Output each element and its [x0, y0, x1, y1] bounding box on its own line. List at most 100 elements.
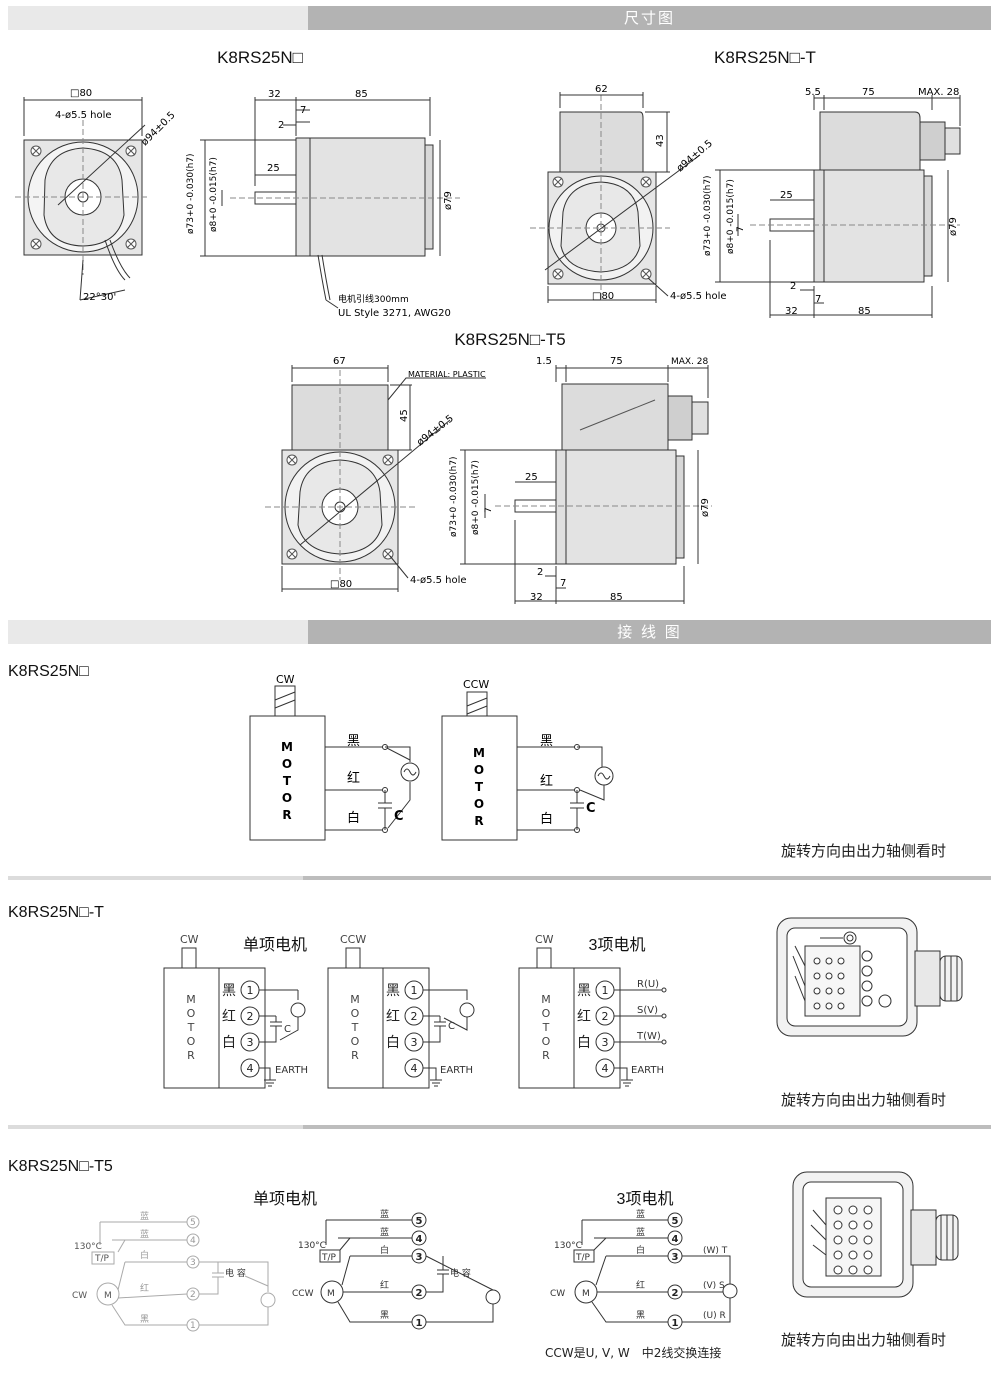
w1b-white: 白: [540, 811, 553, 827]
c-d45: 45: [399, 409, 410, 422]
w1b-red: 红: [540, 773, 553, 789]
w2a-motor-o2: O: [187, 1035, 196, 1048]
w1-cw: CW: [276, 673, 295, 686]
w2b-white: 白: [386, 1035, 400, 1051]
b-d73: ø73+0 -0.030(h7): [703, 175, 713, 256]
w2a-earth: EARTH: [275, 1065, 308, 1076]
w3a-n5: 5: [190, 1218, 196, 1228]
a-hole: 4-ø5.5 hole: [55, 110, 112, 121]
b-max28: MAX. 28: [918, 87, 959, 98]
w2a-n1: 1: [247, 984, 254, 997]
w3b-n3: 3: [416, 1252, 423, 1263]
w1-motor-m: M: [281, 740, 293, 754]
w3a-cw-partial: CW: [72, 1291, 87, 1301]
w2a-red: 红: [222, 1009, 236, 1025]
w3b-m: M: [327, 1289, 335, 1299]
w2b-motor-t: T: [351, 1021, 359, 1034]
w2b-black: 黑: [386, 983, 400, 999]
w3c-black: 黑: [636, 1310, 645, 1321]
w3a-n4: 4: [190, 1236, 196, 1246]
w3a-temp: 130°C: [74, 1242, 102, 1252]
model-title-c: K8RS25N□-T5: [454, 330, 566, 349]
w1-black: 黑: [347, 734, 360, 749]
c-d25: 25: [525, 472, 538, 483]
b-d75: 75: [862, 87, 875, 98]
w3a-black: 黑: [140, 1314, 149, 1325]
w2c-motor-m: M: [541, 993, 551, 1006]
w3b-cap: 电 容: [450, 1267, 471, 1279]
w2c-motor-o1: O: [542, 1007, 551, 1020]
drawing-a-side: 32 85 7 2 25 ø73+0 -0.030(h7) ø8+0 -0.01…: [186, 89, 460, 319]
w2c-n3: 3: [602, 1036, 609, 1049]
w2a-white: 白: [222, 1035, 236, 1051]
drawing-a-front: □80 4-ø5.5 hole ø94±0.5 22°30': [15, 88, 178, 303]
c-max28: MAX. 28: [671, 357, 709, 367]
w2a-motor-m: M: [186, 993, 196, 1006]
w2-note: 旋转方向由出力轴侧看时: [781, 1091, 947, 1109]
w1-motor-r: R: [282, 808, 291, 822]
drawing-c-side: 1.5 75 MAX. 28 25 7 2 7 32 85 ø73+0 -0.0…: [449, 356, 712, 604]
w2c-motor-o2: O: [542, 1035, 551, 1048]
w3c-tp: T/P: [575, 1253, 591, 1263]
w2a-motor-r: R: [187, 1049, 195, 1062]
w3c-n1: 1: [672, 1318, 679, 1329]
w3a-white: 白: [140, 1249, 149, 1261]
w3a-blue1: 蓝: [140, 1210, 149, 1222]
a-d32: 32: [268, 89, 281, 100]
b-d85: 85: [858, 306, 871, 317]
w2-cw: CW: [180, 933, 199, 946]
c-d85: 85: [610, 592, 623, 603]
w3b-ccw: CCW: [292, 1289, 314, 1299]
w1b-motor-o2: O: [474, 797, 484, 811]
w2c-white: 白: [577, 1035, 591, 1051]
w2c-black: 黑: [577, 983, 591, 999]
a-d7: 7: [300, 105, 306, 116]
w3a-m: M: [104, 1291, 112, 1301]
w2a-n2: 2: [247, 1010, 254, 1023]
b-d7b: 7: [815, 294, 821, 305]
w2b-n2: 2: [411, 1010, 418, 1023]
w1b-motor-m: M: [473, 746, 485, 760]
a-angle: 22°30': [83, 292, 116, 303]
w2b-motor-o2: O: [351, 1035, 360, 1048]
w3c-m: M: [582, 1289, 590, 1299]
terminal-box-image-t5: [792, 1171, 959, 1298]
w3c-temp: 130°C: [554, 1241, 582, 1251]
b-d55: 5.5: [805, 87, 821, 98]
w2b-motor-o1: O: [351, 1007, 360, 1020]
wiring3-model: K8RS25N□-T5: [8, 1158, 113, 1175]
w2b-red: 红: [386, 1009, 400, 1025]
a-d2: 2: [278, 120, 284, 131]
w3-three-title: 3项电机: [616, 1191, 674, 1208]
w3c-vs: (V) S: [703, 1281, 725, 1291]
w3b-tp: T/P: [321, 1253, 337, 1263]
w2c-n4: 4: [602, 1062, 609, 1075]
w3c-wt: (W) T: [703, 1246, 728, 1256]
w1-cap: C: [394, 809, 404, 824]
w3b-red: 红: [380, 1279, 389, 1291]
w3c-n5: 5: [672, 1216, 679, 1227]
section-bar-dimensions: 尺寸图: [8, 6, 991, 30]
c-d15: 1.5: [536, 356, 552, 367]
w3c-red: 红: [636, 1279, 645, 1291]
c-d2: 2: [537, 567, 543, 578]
w3b-blue1: 蓝: [380, 1208, 389, 1220]
b-d7: 7: [736, 226, 746, 232]
w2a-black: 黑: [222, 983, 236, 999]
w2-cw3: CW: [535, 933, 554, 946]
w1b-motor-r: R: [474, 814, 483, 828]
w3c-white: 白: [636, 1244, 645, 1256]
w2a-n4: 4: [247, 1062, 254, 1075]
w1-motor-o1: O: [282, 757, 292, 771]
w2c-motor-r: R: [542, 1049, 550, 1062]
b-d43: 43: [655, 134, 666, 147]
section-title-dimensions: 尺寸图: [623, 9, 675, 27]
terminal-box-image-t: [776, 917, 963, 1037]
w2b-n4: 4: [411, 1062, 418, 1075]
w1-white: 白: [347, 810, 360, 826]
w1-motor-t: T: [283, 774, 292, 788]
w1-red: 红: [347, 770, 360, 786]
w2a-n3: 3: [247, 1036, 254, 1049]
w2c-ru: R(U): [637, 979, 659, 990]
